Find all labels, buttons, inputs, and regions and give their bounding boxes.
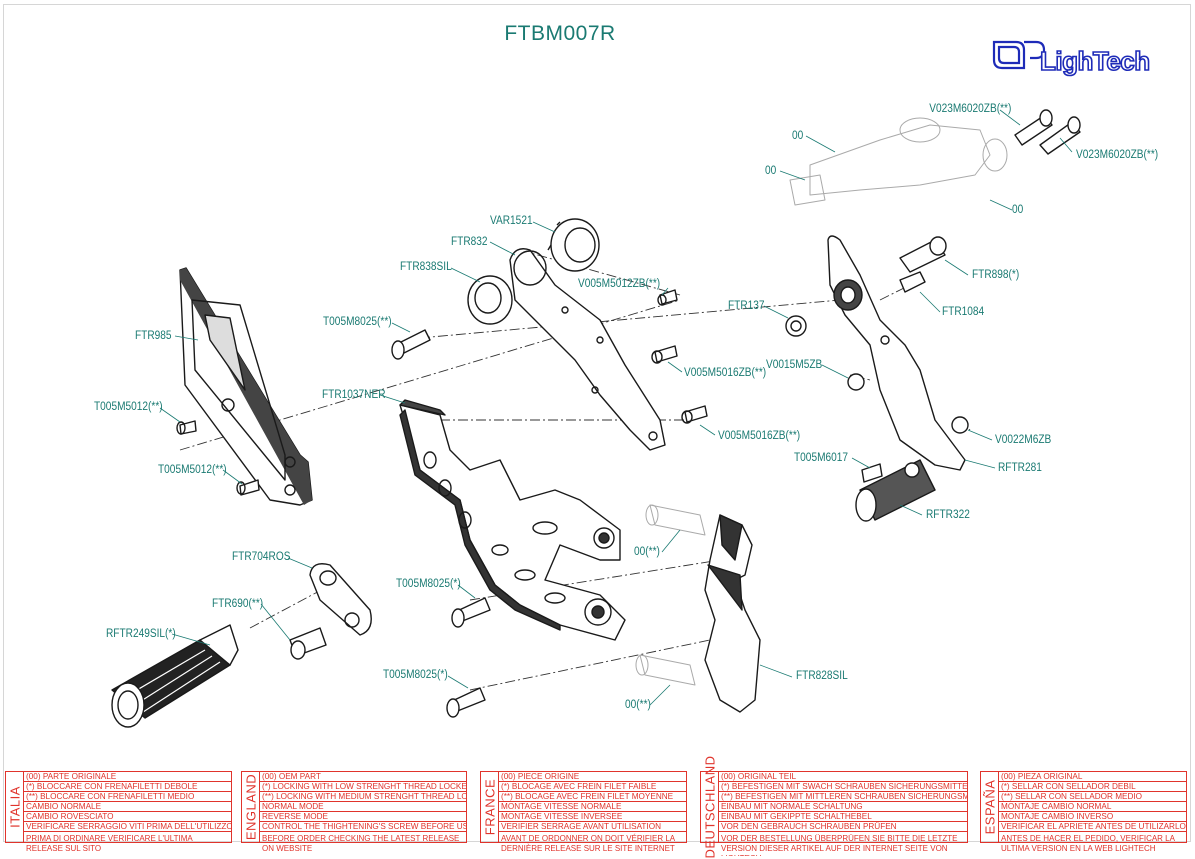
legend-row: MONTAJE CAMBIO NORMAL: [999, 802, 1186, 812]
part-v0015m5zb: [847, 373, 865, 391]
legend-row: (**) BEFESTIGEN MIT MITTLEREN SCHRAUBEN …: [719, 792, 967, 802]
legend-row: (*) SELLAR CON SELLADOR DEBIL: [999, 782, 1186, 792]
label-rftr322: RFTR322: [926, 509, 970, 521]
legend-note: ANTES DE HACER EL PEDIDO, VERIFICAR LA U…: [1001, 834, 1175, 853]
legend-country: DEUTSCHLAND: [702, 755, 717, 859]
label-ftr828sil: FTR828SIL: [796, 670, 848, 682]
label-oem-d: 00(**): [634, 546, 660, 558]
label-oem-a: 00: [792, 130, 804, 142]
sheet-frame: [3, 4, 1191, 842]
part-ftr985: [179, 267, 313, 506]
part-ftr137: [785, 315, 807, 337]
part-ftr828sil: [704, 514, 761, 713]
label-t005m5012-a: T005M5012(**): [94, 401, 163, 413]
legend-row: MONTAGE VITESSE NORMALE: [499, 802, 686, 812]
label-t005m8025-top: T005M8025(**): [323, 316, 392, 328]
legend-row: MONTAJE CAMBIO INVERSO: [999, 812, 1186, 822]
legend-country: FRANCE: [482, 778, 497, 836]
legend-row: VOR DEN GEBRAUCH SCHRAUBEN PRÜFEN: [719, 822, 967, 832]
legend-row: (*) BLOCAGE AVEC FREIN FILET FAIBLE: [499, 782, 686, 792]
page-title: FTBM007R: [504, 22, 616, 45]
legend-row: (**) BLOCCARE CON FRENAFILETTI MEDIO: [24, 792, 231, 802]
part-ftr690: [289, 627, 327, 660]
legend-row: (00) PIEZA ORIGINAL: [999, 772, 1186, 782]
legend-row: VERIFICARE SERRAGGIO VITI PRIMA DELL'UTI…: [24, 822, 231, 832]
legend-deutschland: DEUTSCHLAND (00) ORIGINAL TEIL (*) BEFES…: [700, 755, 968, 859]
label-v0015m5zb: V0015M5ZB: [766, 359, 823, 371]
label-t005m8025-mid: T005M8025(*): [396, 578, 461, 590]
label-ftr832: FTR832: [451, 236, 488, 248]
legend-row: (00) PARTE ORIGINALE: [24, 772, 231, 782]
legend-row: (**) BLOCAGE AVEC FREIN FILET MOYENNE: [499, 792, 686, 802]
label-oem-b: 00: [765, 165, 777, 177]
part-ftr838sil: [467, 275, 513, 325]
label-v023m6020zb-top: V023M6020ZB(**): [929, 103, 1012, 115]
part-ftr1037ner: [399, 399, 626, 641]
label-ftr137: FTR137: [728, 300, 765, 312]
legend-country: ITALIA: [7, 786, 22, 828]
label-ftr690: FTR690(**): [212, 598, 264, 610]
legend-row: (00) PIECE ORIGINE: [499, 772, 686, 782]
legend-note: AVANT DE ORDONNER ON DOIT VÉRIFIER LA DE…: [501, 834, 675, 853]
legend-row: (00) OEM PART: [260, 772, 466, 782]
label-v005m5016zb-a: V005M5016ZB(**): [684, 367, 767, 379]
legend-note: BEFORE ORDER CHECKING THE LATEST RELEASE…: [262, 834, 460, 853]
label-rftr249sil: RFTR249SIL(*): [106, 628, 176, 640]
legend-row: VERIFICAR EL APRIETE ANTES DE UTILIZARLO: [999, 822, 1186, 832]
legend-row: NORMAL MODE: [260, 802, 466, 812]
part-ftr898: [899, 236, 947, 273]
legend-italia: ITALIA (00) PARTE ORIGINALE (*) BLOCCARE…: [5, 771, 232, 853]
label-var1521: VAR1521: [490, 215, 533, 227]
legend-row: CONTROL THE THIGHTENING'S SCREW BEFORE U…: [260, 822, 466, 832]
part-rftr249sil: [111, 624, 239, 728]
legend-row: EINBAU MIT GEKIPPTE SCHALTHEBEL: [719, 812, 967, 822]
label-t005m5012-b: T005M5012(**): [158, 464, 227, 476]
legend-note: PRIMA DI ORDINARE VERIFICARE L'ULTIMA RE…: [26, 834, 193, 853]
oem-parts: [635, 117, 1008, 686]
legend-england: ENGLAND (00) OEM PART (*) LOCKING WITH L…: [241, 771, 467, 853]
legend-france: FRANCE (00) PIECE ORIGINE (*) BLOCAGE AV…: [480, 771, 687, 853]
legend-row: EINBAU MIT NORMALE SCHALTUNG: [719, 802, 967, 812]
part-rftr281: [827, 235, 966, 471]
label-t005m8025-bot: T005M8025(*): [383, 669, 448, 681]
legend-row: VERIFIER SERRAGE AVANT UTILISATION: [499, 822, 686, 832]
brand-logo: LighTech: [990, 36, 1170, 77]
legend-row: MONTAGE VITESSE INVERSEE: [499, 812, 686, 822]
legend-country: ENGLAND: [243, 773, 258, 841]
label-oem-e: 00(**): [625, 699, 651, 711]
legend-espana: ESPAÑA (00) PIEZA ORIGINAL (*) SELLAR CO…: [980, 771, 1187, 853]
legend-row: (00) ORIGINAL TEIL: [719, 772, 967, 782]
logo-text: LighTech: [1039, 45, 1151, 77]
label-v005m5012zb: V005M5012ZB(**): [578, 278, 661, 290]
label-v023m6020zb-right: V023M6020ZB(**): [1076, 149, 1159, 161]
label-ftr838sil: FTR838SIL: [400, 261, 452, 273]
legend-row: (*) BLOCCARE CON FRENAFILETTI DEBOLE: [24, 782, 231, 792]
label-ftr985: FTR985: [135, 330, 172, 342]
legend-row: CAMBIO NORMALE: [24, 802, 231, 812]
part-rftr322: [855, 459, 936, 522]
label-v0022m6zb: V0022M6ZB: [995, 434, 1052, 446]
legend-row: CAMBIO ROVESCIATO: [24, 812, 231, 822]
part-ftr704ros: [309, 563, 372, 636]
legend-row: (*) BEFESTIGEN MIT SWACH SCHRAUBEN SICHE…: [719, 782, 967, 792]
part-ftr832: [509, 248, 666, 451]
label-oem-c: 00: [1012, 204, 1024, 216]
label-rftr281: RFTR281: [998, 462, 1042, 474]
label-ftr704ros: FTR704ROS: [232, 551, 291, 563]
part-var1521: [547, 218, 600, 272]
label-ftr1037ner: FTR1037NER: [322, 389, 386, 401]
legend-row: (**) SELLAR CON SELLADOR MEDIO: [999, 792, 1186, 802]
legend-note: VOR DER BESTELLUNG ÜBERPRÜFEN SIE BITTE …: [721, 834, 958, 856]
legend-country: ESPAÑA: [982, 779, 997, 835]
legend-row: REVERSE MODE: [260, 812, 466, 822]
label-t005m6017: T005M6017: [794, 452, 849, 464]
legend-row: (**) LOCKING WITH MEDIUM STRENGHT THREAD…: [260, 792, 466, 802]
legend-row: (*) LOCKING WITH LOW STRENGHT THREAD LOC…: [260, 782, 466, 792]
label-v005m5016zb-b: V005M5016ZB(**): [718, 430, 801, 442]
label-ftr1084: FTR1084: [942, 306, 985, 318]
label-ftr898: FTR898(*): [972, 269, 1020, 281]
part-v0022m6zb: [951, 416, 969, 434]
